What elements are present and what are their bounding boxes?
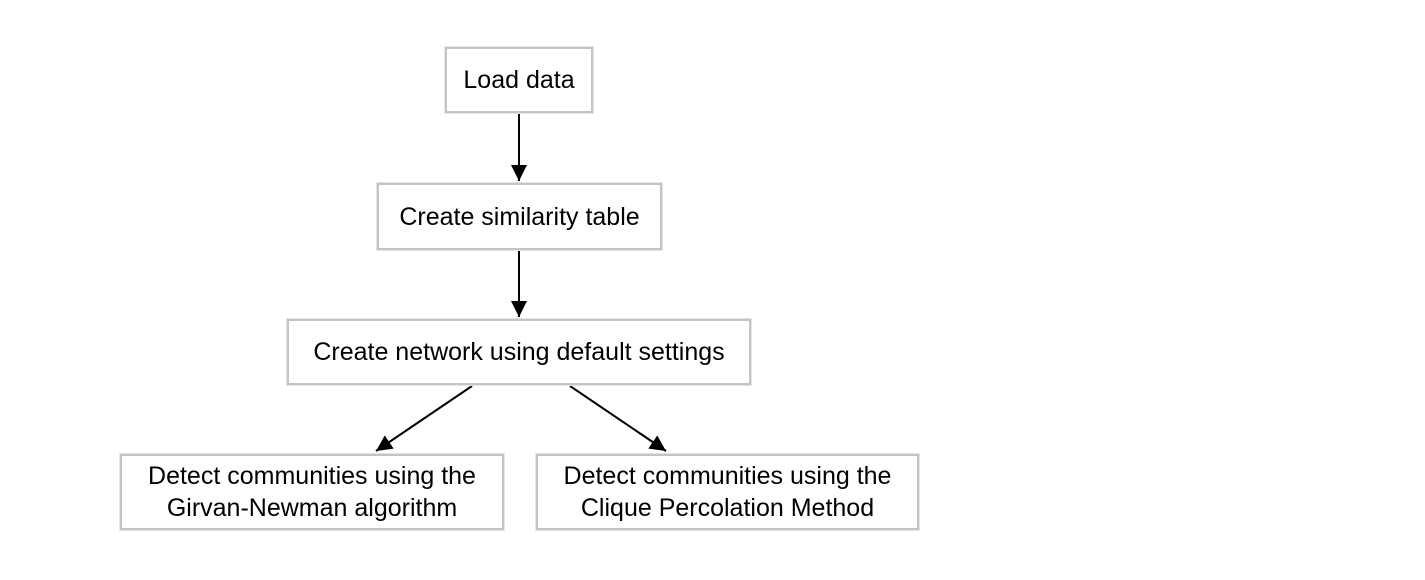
arrow-network-to-clique-percolation xyxy=(569,385,667,452)
node-label: Create similarity table xyxy=(399,202,640,231)
node-label: Load data xyxy=(463,66,575,94)
node-load-data: Load data xyxy=(445,47,593,113)
node-label-line-1: Detect communities using the xyxy=(563,462,892,490)
node-label-line-2: Clique Percolation Method xyxy=(580,494,875,522)
node-label: Create network using default settings xyxy=(313,338,725,366)
node-detect-communities-girvan-newman: Detect communities using the Girvan-Newm… xyxy=(120,454,504,530)
node-create-similarity-table: Create similarity table xyxy=(377,183,662,250)
node-create-network-default-settings: Create network using default settings xyxy=(287,319,751,385)
node-label-line-2: Girvan-Newman algorithm xyxy=(166,494,458,522)
node-label-line-1: Detect communities using the xyxy=(148,462,476,490)
arrow-network-to-girvan-newman xyxy=(375,385,473,452)
node-detect-communities-clique-percolation: Detect communities using the Clique Perc… xyxy=(536,454,919,530)
